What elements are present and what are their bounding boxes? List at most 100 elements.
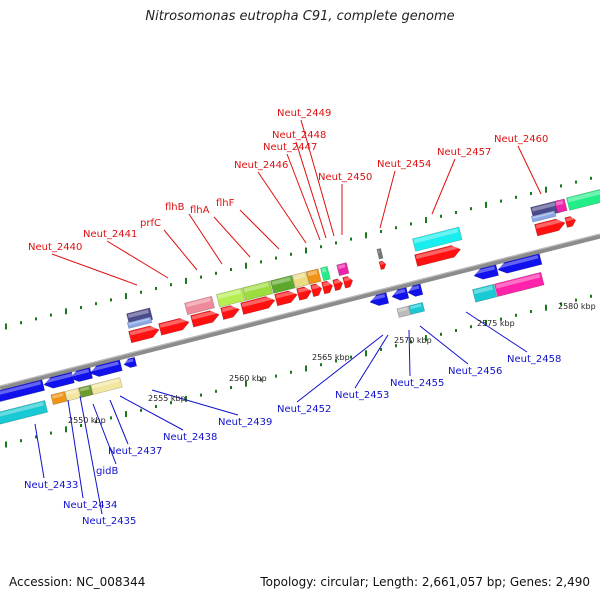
gene-shape — [274, 290, 298, 307]
upper-scale-dot — [290, 252, 292, 256]
reverse-gene-arrow — [43, 371, 75, 389]
forward-gene-label: Neut_2449 — [277, 108, 331, 119]
gene-gloss — [555, 200, 564, 206]
gene-shape — [270, 275, 296, 294]
gene-gloss — [369, 293, 386, 301]
upper-scale-dot — [500, 199, 502, 203]
gene-shape — [534, 218, 566, 237]
gene-shape — [566, 187, 600, 211]
scale-dots — [5, 176, 592, 448]
gene-gloss — [297, 286, 310, 293]
gene-feature-box — [216, 287, 246, 308]
forward-label-leader — [517, 145, 542, 195]
reverse-gene-label: Neut_2458 — [507, 354, 561, 365]
reverse-gene-label: gidB — [96, 466, 118, 477]
gene-shape — [216, 287, 246, 308]
lower-scale-dot — [335, 359, 337, 363]
lower-scale-dot — [65, 426, 67, 433]
gene-feature-box — [306, 268, 322, 285]
gene-feature-box — [554, 198, 568, 214]
forward-label-leader — [300, 119, 335, 237]
reverse-gene-arrow — [89, 359, 123, 377]
forward-label-leader — [51, 253, 138, 286]
forward-gene-arrow — [564, 216, 577, 228]
gene-shape — [123, 356, 138, 368]
upper-scale-dot — [320, 245, 322, 249]
gene-feature-box — [90, 377, 123, 395]
gene-shape — [242, 280, 274, 301]
gene-gloss — [322, 281, 331, 287]
gene-shape — [126, 316, 153, 329]
ruler-label: 2575 kbp — [477, 319, 515, 328]
gene-shape — [407, 283, 424, 297]
gene-gloss — [65, 389, 78, 396]
reverse-gene-label: Neut_2435 — [82, 516, 136, 527]
lower-scale-dot — [260, 378, 262, 382]
lower-scale-dot — [365, 350, 367, 357]
ruler-label: 2580 kbp — [558, 302, 596, 311]
reverse-gene-arrow — [369, 292, 390, 306]
upper-scale-dot — [530, 191, 532, 195]
lower-scale-dot — [590, 294, 592, 298]
upper-scale-dot — [200, 275, 202, 279]
upper-scale-dot — [35, 317, 37, 321]
gene-shape — [497, 253, 543, 274]
upper-scale-dot — [5, 323, 7, 330]
gene-gloss — [191, 310, 217, 320]
gene-shape — [90, 377, 123, 395]
forward-gene-arrow — [332, 278, 344, 292]
reverse-label-leader — [109, 399, 129, 445]
gene-shape — [190, 310, 220, 328]
gene-gloss — [398, 307, 408, 313]
ruler-label: 2560 kbp — [229, 374, 267, 383]
gene-shape — [184, 295, 215, 316]
gene-gloss — [343, 276, 351, 282]
lower-scale-dot — [290, 370, 292, 374]
gene-shape — [530, 210, 557, 223]
reverse-label-leader — [419, 325, 469, 365]
gene-feature-box — [78, 384, 94, 398]
upper-scale-dot — [245, 262, 247, 269]
lower-scale-dot — [5, 441, 7, 448]
gene-gloss — [124, 358, 134, 364]
lower-scale-dot — [305, 365, 307, 372]
gene-feature-box — [242, 280, 274, 301]
upper-scale-dot — [125, 293, 127, 300]
forward-gene-label: Neut_2446 — [234, 160, 288, 171]
gene-gloss — [271, 276, 291, 286]
lower-scale-dot — [500, 317, 502, 321]
ruler-label: 2570 kbp — [394, 336, 432, 345]
upper-scale-dot — [440, 214, 442, 218]
gene-gloss — [129, 325, 157, 336]
gene-shape — [310, 283, 323, 298]
forward-label-leader — [188, 213, 223, 265]
gene-gloss — [0, 401, 44, 419]
upper-scale-dot — [515, 195, 517, 199]
reverse-label-leader — [296, 334, 384, 403]
gene-gloss — [43, 373, 71, 384]
gene-gloss — [127, 309, 149, 318]
gene-shape — [473, 264, 499, 280]
gene-gloss — [0, 381, 42, 398]
genome-backbone — [0, 233, 600, 391]
gene-gloss — [473, 266, 496, 275]
lower-scale-dot — [425, 335, 427, 342]
lower-scale-dot — [545, 304, 547, 311]
upper-scale-dot — [470, 207, 472, 211]
gene-feature-box — [530, 210, 557, 223]
gene-feature-box — [472, 283, 498, 303]
ruler-label: 2565 kbp — [312, 353, 350, 362]
upper-scale-dot — [80, 305, 82, 309]
reverse-gene-arrow — [123, 356, 138, 368]
reverse-gene-label: Neut_2433 — [24, 480, 78, 491]
gene-feature-box — [336, 262, 350, 277]
label-leaders — [34, 119, 542, 515]
upper-scale-dot — [170, 283, 172, 287]
reverse-gene-arrow — [497, 253, 543, 274]
gene-shape — [158, 317, 190, 336]
gene-shape — [240, 296, 276, 315]
lower-scale-dot — [95, 420, 97, 424]
gene-feature-box — [376, 248, 384, 260]
reverse-gene-label: Neut_2456 — [448, 366, 502, 377]
